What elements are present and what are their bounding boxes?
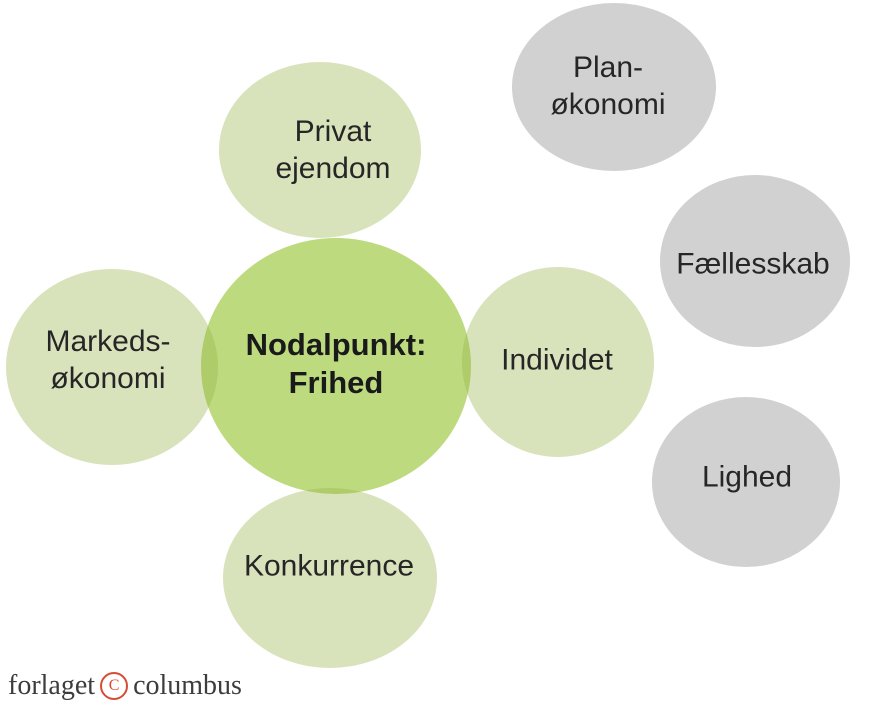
node-planokonomi-circle — [512, 3, 716, 171]
node-faellesskab-label: Fællesskab — [676, 246, 829, 283]
node-lighed-line1: Lighed — [701, 460, 793, 494]
copyright-icon: C — [100, 672, 129, 700]
center-node-label-line1: Nodalpunkt: — [245, 327, 427, 362]
node-lighed-label: Lighed — [702, 459, 792, 496]
node-konkurrence-label: Konkurrence — [244, 548, 414, 585]
node-markedsokonomi-line2: økonomi — [50, 362, 166, 395]
node-privat-ejendom-circle — [219, 62, 421, 238]
node-faellesskab-circle — [660, 175, 850, 347]
node-privat-ejendom-line1: Privat — [294, 115, 372, 148]
node-faellesskab-line1: Fællesskab — [676, 247, 830, 281]
node-konkurrence-circle — [223, 488, 437, 668]
node-privat-ejendom-line2: ejendom — [275, 152, 391, 185]
node-planokonomi-line2: økonomi — [550, 88, 666, 121]
center-node-frihed-circle — [201, 238, 471, 494]
center-node-label-line2: Frihed — [288, 365, 384, 400]
node-individet-label: Individet — [501, 342, 613, 379]
node-individet-circle — [462, 267, 654, 457]
node-individet-line1: Individet — [501, 343, 613, 377]
publisher-logo-left-word: forlaget — [8, 670, 96, 701]
node-markedsokonomi-circle — [6, 269, 218, 465]
node-planokonomi-label: Plan- økonomi — [550, 49, 665, 123]
center-node-label: Nodalpunkt: Frihed — [246, 326, 427, 402]
node-planokonomi-line1: Plan- — [572, 51, 644, 84]
node-konkurrence-line1: Konkurrence — [243, 549, 415, 583]
node-markedsokonomi-line1: Markeds- — [45, 325, 171, 358]
node-lighed-circle — [652, 397, 840, 567]
node-markedsokonomi-label: Markeds- økonomi — [45, 323, 170, 397]
publisher-logo-right-word: columbus — [133, 670, 242, 701]
publisher-logo: forlaget C columbus — [8, 668, 242, 704]
node-privat-ejendom-label: Privat ejendom — [275, 113, 390, 187]
